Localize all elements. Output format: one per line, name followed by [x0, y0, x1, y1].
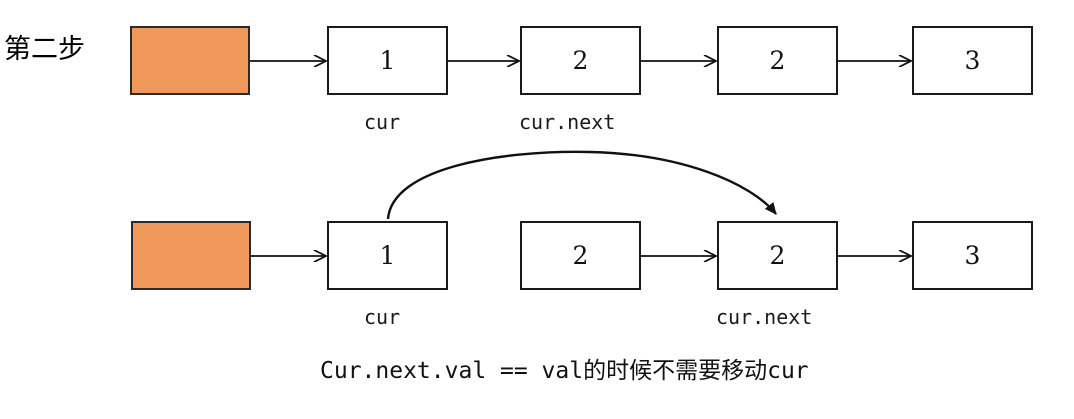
row1-pointer-cur: cur	[364, 110, 401, 134]
step-label: 第二步	[4, 34, 85, 64]
row1-pointer-cur-next: cur.next	[519, 110, 616, 134]
row2-node-1: 1	[327, 221, 448, 290]
row2-node-3: 2	[717, 221, 838, 290]
row2-head-box	[131, 221, 251, 290]
row1-node-3: 2	[717, 26, 838, 95]
row2-node-2: 2	[520, 221, 641, 290]
row1-node-4: 3	[912, 26, 1033, 95]
row2-node-4: 3	[912, 221, 1033, 290]
row2-curved-link-node1-to-node3	[386, 150, 777, 220]
row1-head-box	[130, 26, 250, 95]
row2-pointer-cur: cur	[364, 305, 401, 329]
diagram-caption: Cur.next.val == val的时候不需要移动cur	[320, 358, 809, 384]
row1-node-2: 2	[520, 26, 641, 95]
row2-pointer-cur-next: cur.next	[716, 305, 813, 329]
row1-node-1: 1	[327, 26, 448, 95]
